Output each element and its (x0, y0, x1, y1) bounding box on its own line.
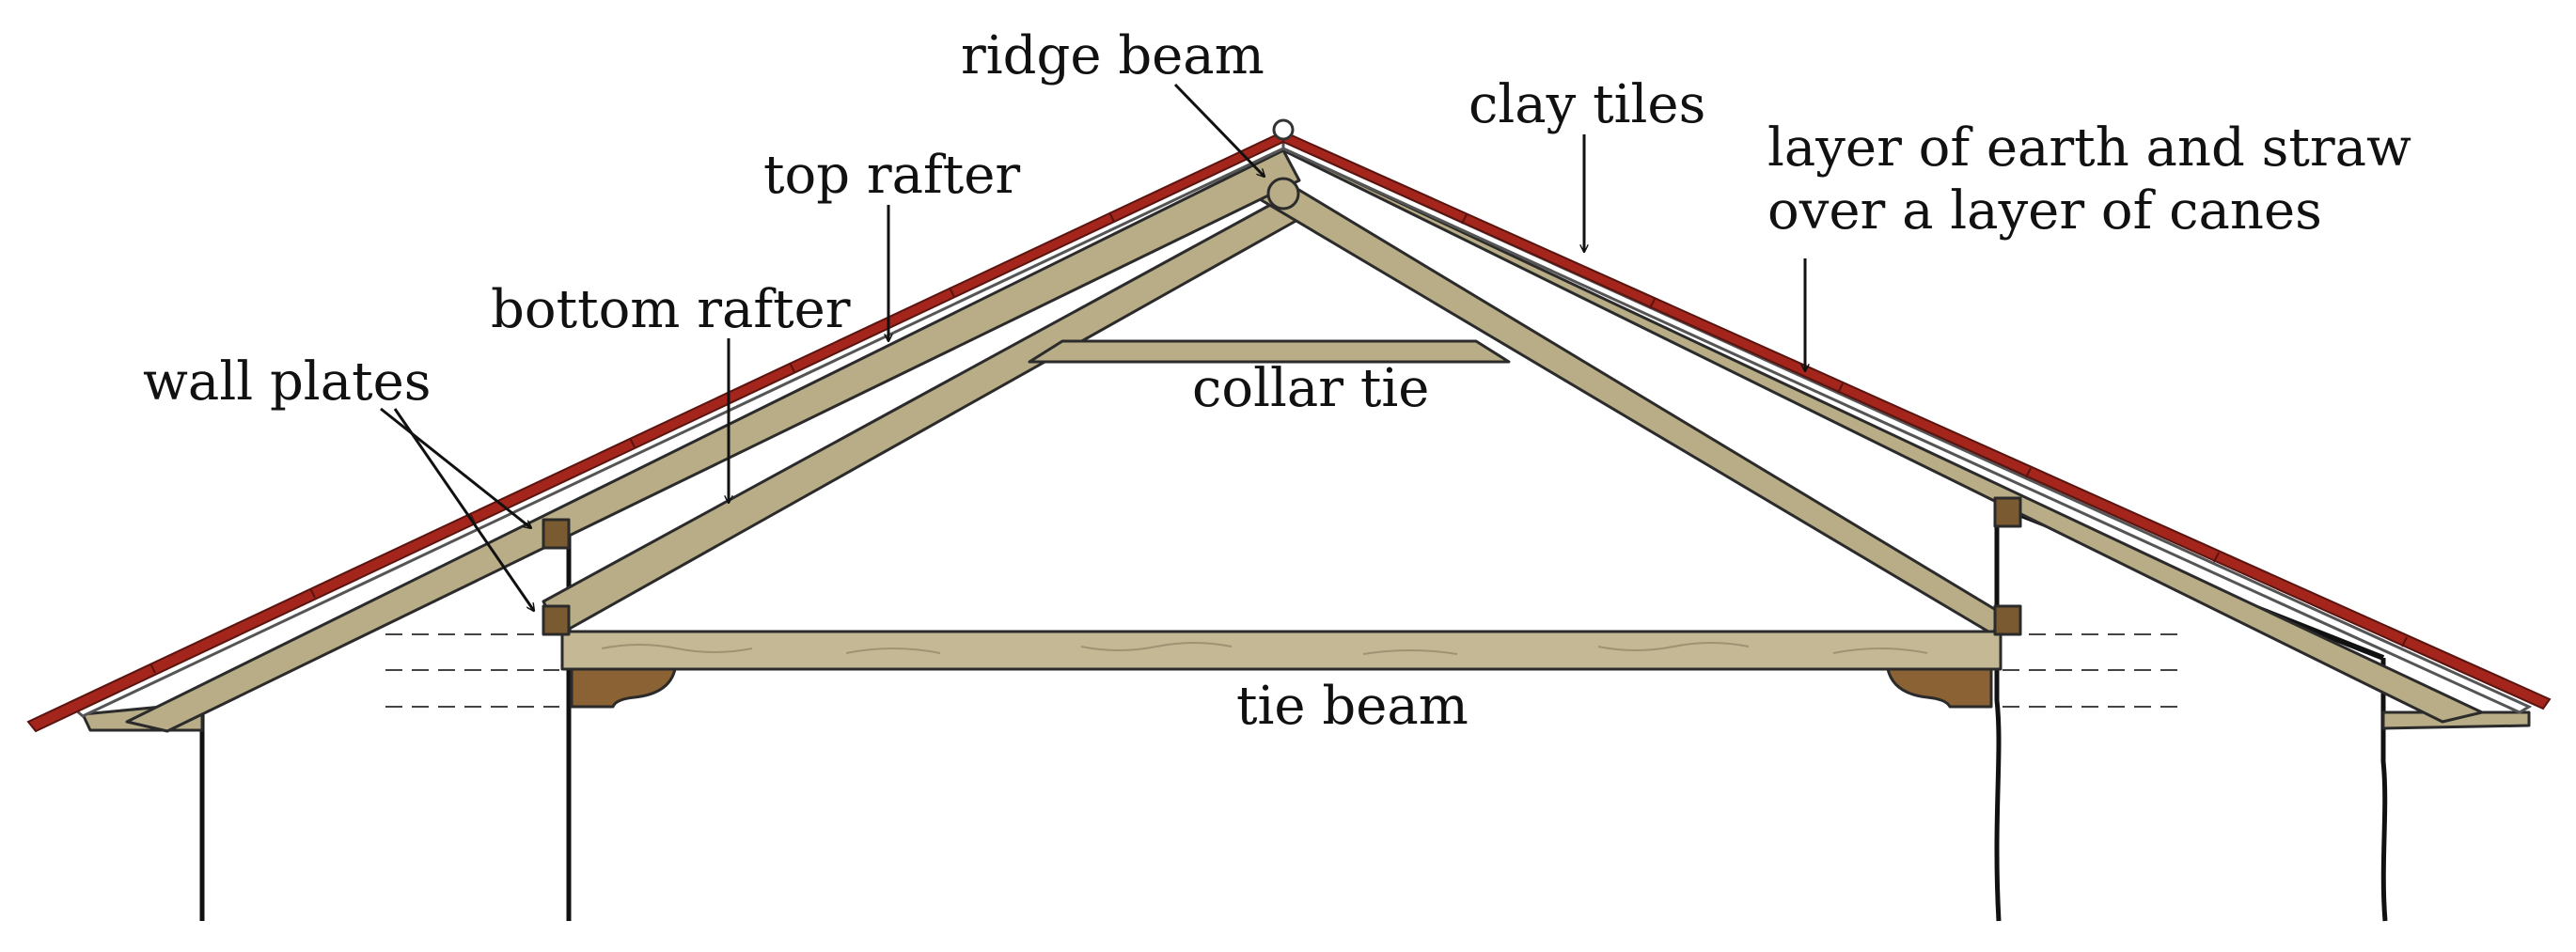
inner-wall-right (1994, 507, 2002, 922)
label-ridge-beam: ridge beam (961, 25, 1264, 86)
label-earth-straw-line2: over a layer of canes (1767, 180, 2322, 242)
wall-plates (542, 496, 2022, 636)
tie-beam-brackets (570, 667, 1993, 709)
annotation-arrows (380, 83, 1805, 611)
label-wall-plates: wall plates (143, 351, 431, 413)
labels: ridge beam clay tiles layer of earth and… (143, 25, 2411, 737)
label-earth-straw-line1: layer of earth and straw (1767, 117, 2411, 179)
bottom-rafter-left (542, 191, 1301, 636)
ridge-cap (1272, 118, 1295, 141)
label-top-rafter: top rafter (763, 145, 1020, 206)
tie-beam-extensions (385, 633, 2181, 708)
clay-tiles (26, 118, 2552, 733)
outer-wall-right (2380, 658, 2388, 922)
tie-beam (560, 630, 2003, 671)
label-collar-tie: collar tie (1192, 358, 1429, 419)
label-bottom-rafter: bottom rafter (491, 279, 851, 340)
label-tie-beam: tie beam (1236, 676, 1469, 737)
top-rafter-left (125, 148, 1301, 733)
collar-tie (1028, 339, 1511, 364)
tie-beam-grain (601, 642, 1928, 655)
label-clay-tiles: clay tiles (1469, 74, 1705, 135)
ridge-beam (1266, 177, 1300, 211)
